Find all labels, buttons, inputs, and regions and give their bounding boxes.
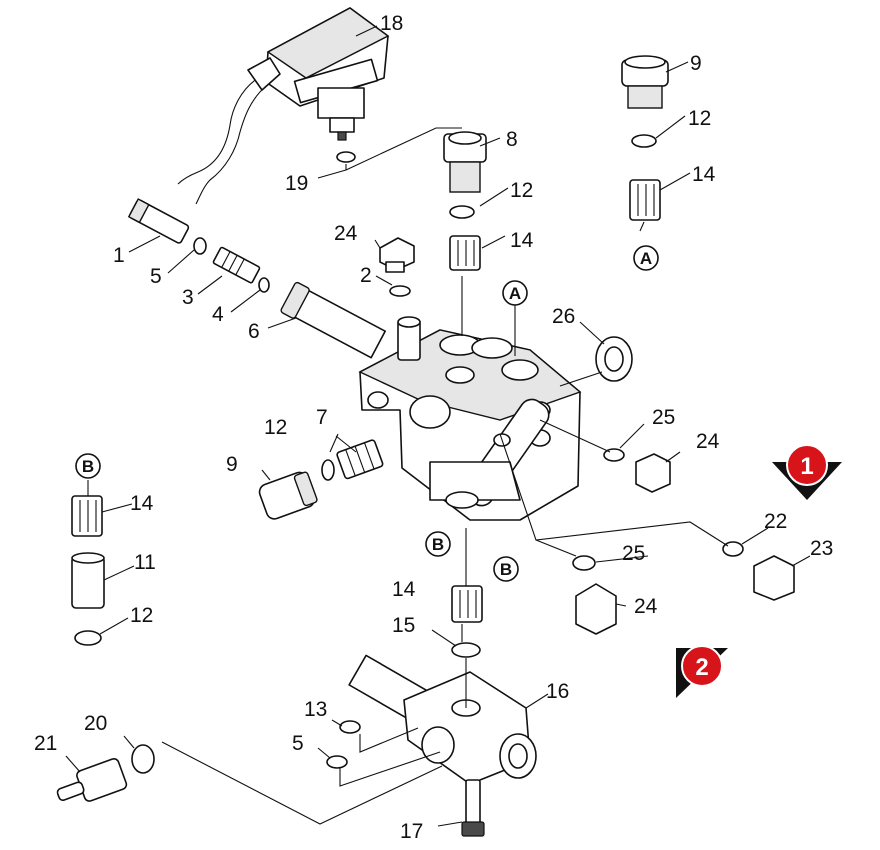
valve-stack-top [443, 131, 487, 271]
right-side-parts [572, 448, 795, 635]
marker-b-left: B [75, 453, 101, 479]
label-9-right: 9 [690, 52, 702, 75]
o-ring-20 [131, 744, 155, 774]
svg-text:2: 2 [695, 654, 708, 681]
label-11: 11 [134, 551, 156, 574]
label-6: 6 [248, 320, 260, 343]
label-14-top: 14 [510, 229, 534, 252]
reference-markers: A A B B B [75, 245, 659, 582]
label-9-left: 9 [226, 453, 238, 476]
pump-head-body [358, 316, 582, 521]
o-ring-4 [258, 277, 270, 293]
label-12-left: 12 [264, 416, 287, 439]
label-14-bottom: 14 [392, 578, 416, 601]
label-12-right: 12 [688, 107, 711, 130]
label-15: 15 [392, 614, 415, 637]
hose-fitting [56, 744, 155, 802]
valve-stack-b [71, 495, 105, 646]
svg-text:B: B [500, 560, 512, 579]
o-ring-12-left [321, 459, 335, 481]
label-20: 20 [84, 712, 107, 735]
label-23: 23 [810, 537, 833, 560]
label-4: 4 [212, 303, 224, 326]
label-7: 7 [316, 406, 328, 429]
callout-numbers: 18 19 8 12 14 24 2 9 12 14 1 5 3 4 6 26 … [34, 12, 833, 843]
label-5-bottom: 5 [292, 732, 304, 755]
o-ring-13 [339, 720, 361, 734]
label-1: 1 [113, 244, 125, 267]
svg-text:A: A [509, 284, 521, 303]
label-17: 17 [400, 820, 423, 843]
o-ring-19 [336, 151, 356, 163]
o-ring-25a [603, 448, 625, 462]
label-3: 3 [182, 286, 194, 309]
o-ring-12-b [74, 630, 102, 646]
outlet-manifold [326, 654, 537, 837]
o-ring-12-right [631, 134, 657, 148]
label-25-top: 25 [652, 406, 675, 429]
label-5-top: 5 [150, 265, 162, 288]
part-1-sleeve [127, 198, 190, 244]
svg-text:A: A [640, 249, 652, 268]
label-18: 18 [380, 12, 403, 35]
marker-a-center: A [502, 280, 528, 306]
label-24-right: 24 [696, 430, 720, 453]
label-12-bottom-left: 12 [130, 604, 153, 627]
marker-b-center-right: B [493, 556, 519, 582]
label-14-left: 14 [130, 492, 154, 515]
plug-24-top [379, 237, 415, 297]
label-2: 2 [360, 264, 372, 287]
label-16: 16 [546, 680, 569, 703]
o-ring-12-top [449, 205, 475, 219]
valve-stack-right [621, 55, 669, 221]
svg-text:B: B [432, 535, 444, 554]
label-8: 8 [506, 128, 518, 151]
part-3-nipple [212, 246, 261, 284]
marker-a-right: A [633, 245, 659, 271]
label-22: 22 [764, 510, 787, 533]
marker-b-center-left: B [425, 531, 451, 557]
label-25-bottom: 25 [622, 542, 645, 565]
label-26: 26 [552, 305, 575, 328]
o-ring-25b [572, 555, 596, 571]
svg-text:1: 1 [800, 453, 813, 480]
badge-2: 2 [676, 645, 728, 698]
label-14-right: 14 [692, 163, 716, 186]
part-6-pipe [280, 281, 386, 359]
label-24-top: 24 [334, 222, 358, 245]
valve-stack-left [258, 439, 384, 520]
seal-26 [595, 336, 633, 382]
label-13: 13 [304, 698, 327, 721]
label-12-top: 12 [510, 179, 533, 202]
pressure-switch [177, 7, 390, 205]
leader-lines [65, 25, 811, 827]
pipe-parts-left [127, 198, 386, 359]
badge-1: 1 [772, 444, 842, 500]
label-21: 21 [34, 732, 57, 755]
o-ring-22 [722, 541, 744, 557]
o-ring-5a [193, 237, 207, 255]
o-ring-5b [326, 755, 348, 769]
label-24-bottom: 24 [634, 595, 658, 618]
valve-stack-bottom [451, 585, 483, 658]
o-ring-15 [451, 642, 481, 658]
label-19: 19 [285, 172, 308, 195]
o-ring-2 [389, 285, 411, 297]
svg-text:B: B [82, 457, 94, 476]
